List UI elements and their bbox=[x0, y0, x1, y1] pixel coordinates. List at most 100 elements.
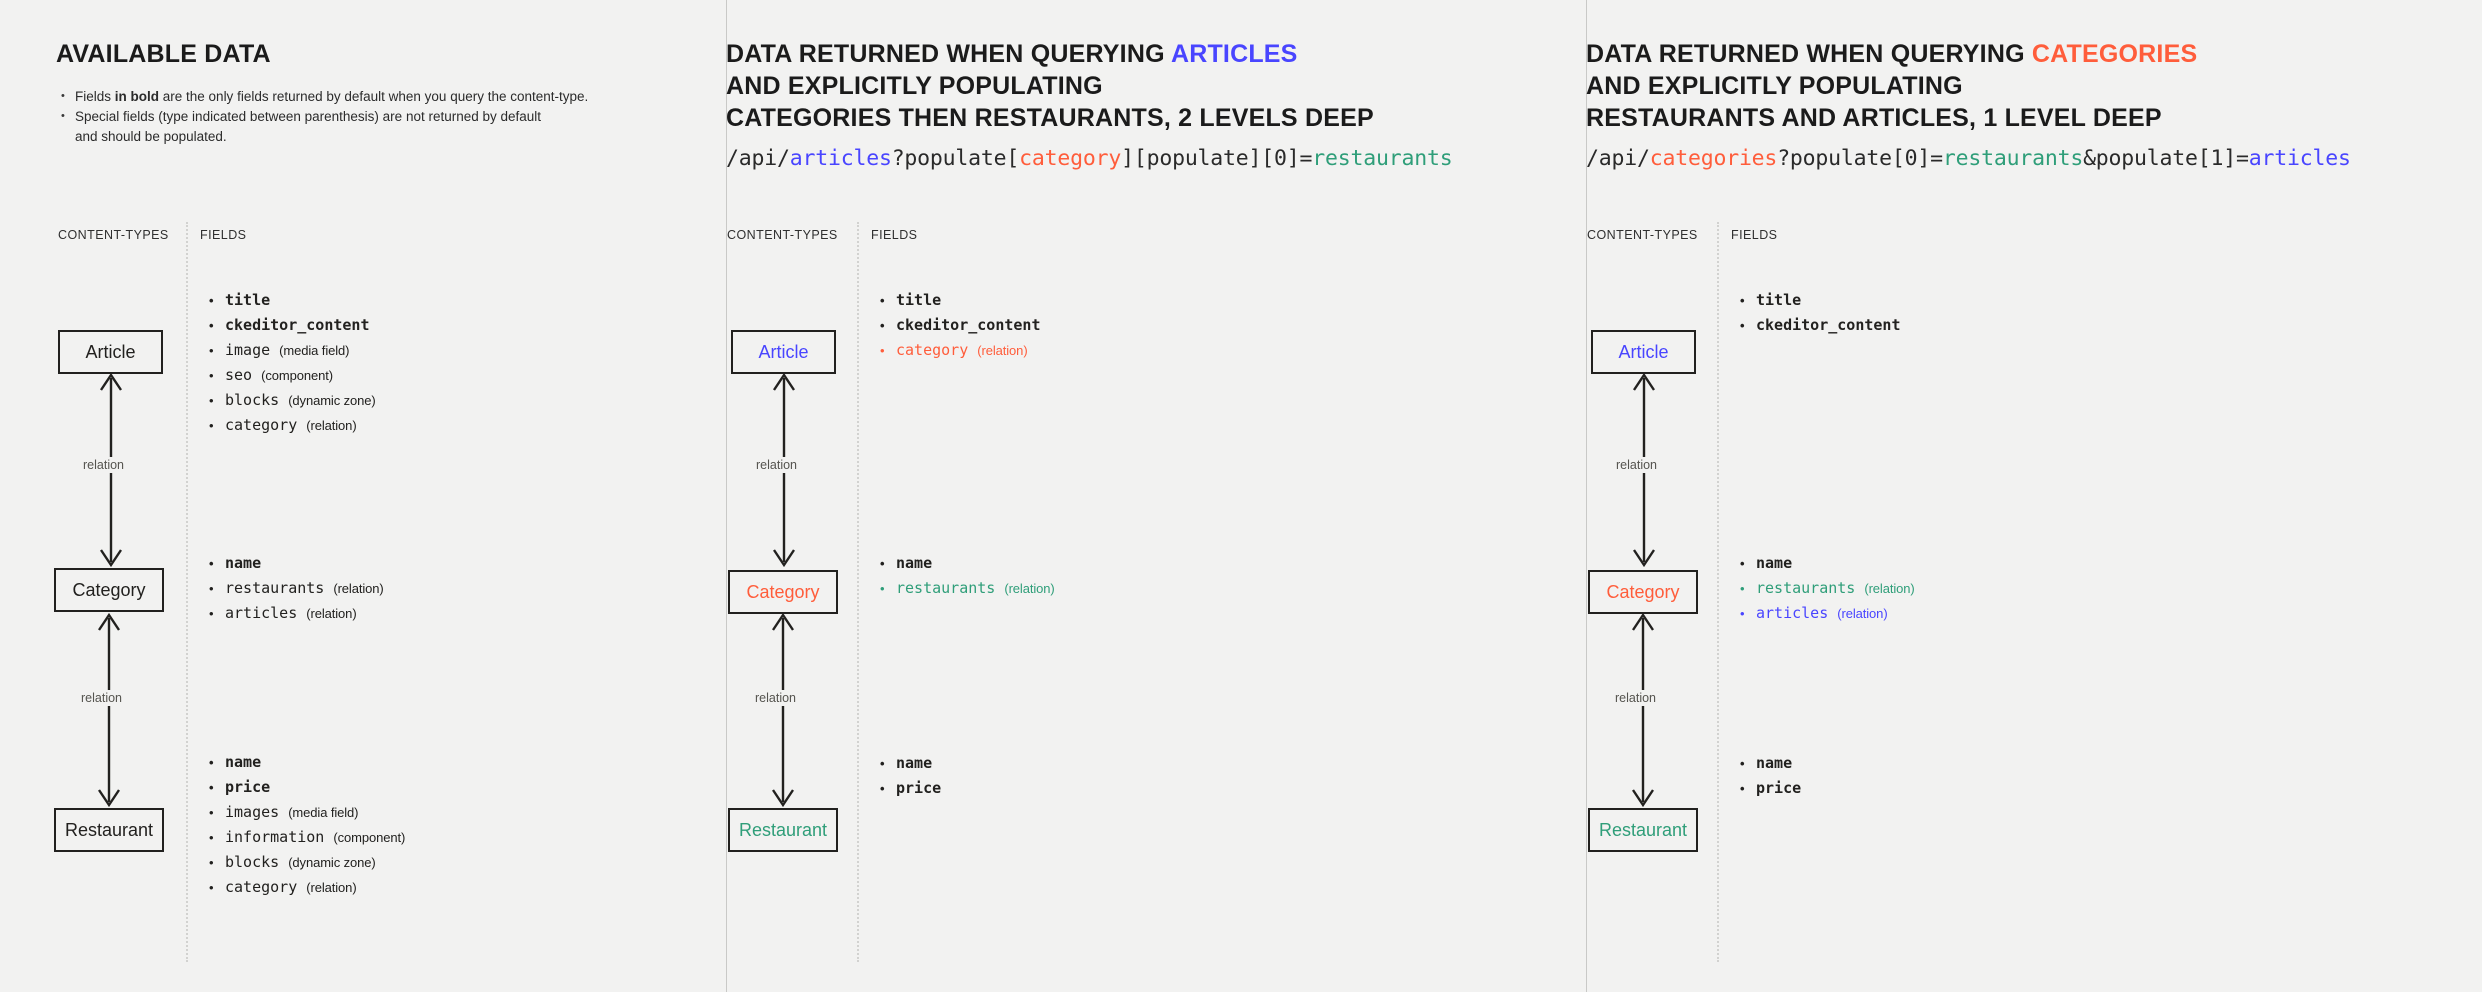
field-row: name bbox=[877, 551, 1055, 576]
field-row: title bbox=[877, 288, 1041, 313]
col3-node-article-label: Article bbox=[1618, 341, 1669, 362]
col1-node-restaurant[interactable]: Restaurant bbox=[54, 808, 164, 852]
field-row: ckeditor_content bbox=[206, 313, 376, 338]
col1-fields-article: title ckeditor_content image(media field… bbox=[206, 288, 376, 438]
field-name: price bbox=[1756, 779, 1802, 797]
col1-node-category-label: Category bbox=[72, 579, 146, 600]
col2-node-category[interactable]: Category bbox=[728, 570, 838, 614]
field-name: name bbox=[225, 554, 262, 572]
legend-bullet-1-bold: in bold bbox=[114, 89, 160, 104]
legend-bullet-2-pre: Special fields (type indicated between p… bbox=[75, 109, 542, 124]
col3-node-category[interactable]: Category bbox=[1588, 570, 1698, 614]
legend-bullets: Fields in bold are the only fields retur… bbox=[58, 86, 658, 147]
col2-title-line2: AND EXPLICITLY POPULATING bbox=[726, 72, 1103, 100]
field-name: name bbox=[225, 753, 262, 771]
field-row: category(relation) bbox=[877, 338, 1041, 363]
field-name: restaurants bbox=[225, 579, 325, 597]
field-row: category(relation) bbox=[206, 413, 376, 438]
field-row: images(media field) bbox=[206, 800, 405, 825]
legend-bullet-2-line2: and should be populated. bbox=[75, 129, 227, 144]
col1-arrow-category-restaurant bbox=[98, 612, 120, 808]
field-type: (relation) bbox=[306, 418, 357, 433]
col2-arrow-category-restaurant bbox=[772, 612, 794, 808]
col3-title-accent: CATEGORIES bbox=[2031, 40, 2198, 68]
field-name: category bbox=[225, 878, 298, 896]
field-name: ckeditor_content bbox=[896, 316, 1041, 334]
field-name: name bbox=[896, 754, 933, 772]
column-separator-1 bbox=[726, 0, 727, 992]
col3-relation-label-2: relation bbox=[1611, 690, 1660, 706]
field-name: information bbox=[225, 828, 325, 846]
col3-fields-article: title ckeditor_content bbox=[1737, 288, 1901, 338]
col2-api-seg-2: ?populate[ bbox=[891, 146, 1020, 171]
field-name: title bbox=[225, 291, 271, 309]
field-row: name bbox=[206, 750, 405, 775]
field-name: blocks bbox=[225, 853, 280, 871]
panel-query-categories: DATA RETURNED WHEN QUERYING CATEGORIES A… bbox=[1586, 0, 2482, 992]
col2-api-seg-0: /api/ bbox=[726, 146, 790, 171]
field-name: name bbox=[1756, 754, 1793, 772]
col3-node-restaurant-label: Restaurant bbox=[1598, 819, 1688, 840]
col3-node-restaurant[interactable]: Restaurant bbox=[1588, 808, 1698, 852]
field-row: price bbox=[206, 775, 405, 800]
panel-query-articles: DATA RETURNED WHEN QUERYING ARTICLES AND… bbox=[726, 0, 1586, 992]
field-row: price bbox=[877, 776, 941, 801]
col2-title-line3: CATEGORIES THEN RESTAURANTS, 2 LEVELS DE… bbox=[726, 104, 1374, 132]
col2-node-restaurant-label: Restaurant bbox=[738, 819, 828, 840]
field-name: restaurants bbox=[896, 579, 996, 597]
col3-label-content-types: CONTENT-TYPES bbox=[1587, 228, 1698, 242]
field-row: name bbox=[206, 551, 384, 576]
field-type: (component) bbox=[333, 830, 406, 845]
col2-node-article[interactable]: Article bbox=[731, 330, 836, 374]
col3-node-article[interactable]: Article bbox=[1591, 330, 1696, 374]
col3-node-category-label: Category bbox=[1606, 581, 1680, 602]
col2-api-seg-1: articles bbox=[789, 146, 892, 171]
legend-bullet-1-post: are the only fields returned by default … bbox=[159, 89, 589, 104]
field-row: name bbox=[1737, 551, 1915, 576]
column-separator-2 bbox=[1586, 0, 1587, 992]
col1-dotted-divider bbox=[186, 222, 188, 962]
col1-relation-label-2: relation bbox=[77, 690, 126, 706]
field-name: name bbox=[1756, 554, 1793, 572]
field-name: title bbox=[1756, 291, 1802, 309]
field-name: articles bbox=[1756, 604, 1829, 622]
field-name: restaurants bbox=[1756, 579, 1856, 597]
col3-api-seg-5: articles bbox=[2248, 146, 2351, 171]
field-type: (relation) bbox=[1864, 581, 1915, 596]
col1-node-restaurant-label: Restaurant bbox=[64, 819, 154, 840]
field-row: articles(relation) bbox=[1737, 601, 1915, 626]
field-row: blocks (dynamic zone) bbox=[206, 850, 405, 875]
col3-title-line3: RESTAURANTS AND ARTICLES, 1 LEVEL DEEP bbox=[1586, 104, 2162, 132]
col2-fields-restaurant: name price bbox=[877, 751, 941, 801]
field-row: name bbox=[1737, 751, 1801, 776]
field-row: seo(component) bbox=[206, 363, 376, 388]
field-name: ckeditor_content bbox=[225, 316, 370, 334]
col2-label-fields: FIELDS bbox=[871, 228, 918, 242]
col1-node-category[interactable]: Category bbox=[54, 568, 164, 612]
field-row: title bbox=[1737, 288, 1901, 313]
field-type: (dynamic zone) bbox=[288, 855, 376, 870]
col3-relation-label-1: relation bbox=[1612, 457, 1661, 473]
panel-available-data: AVAILABLE DATA Fields in bold are the on… bbox=[0, 0, 726, 992]
col2-node-article-label: Article bbox=[758, 341, 809, 362]
col1-fields-category: name restaurants (relation) articles (rela… bbox=[206, 551, 384, 626]
col2-api-url: /api/articles?populate[category][populat… bbox=[726, 146, 1453, 171]
col3-api-seg-3: restaurants bbox=[1942, 146, 2084, 171]
col1-node-article[interactable]: Article bbox=[58, 330, 163, 374]
col2-api-seg-3: category bbox=[1019, 146, 1122, 171]
col3-api-seg-1: categories bbox=[1649, 146, 1778, 171]
field-row: restaurants(relation) bbox=[877, 576, 1055, 601]
field-name: articles bbox=[225, 604, 298, 622]
col3-api-url: /api/categories?populate[0]=restaurants&… bbox=[1586, 146, 2351, 171]
field-type: (relation) bbox=[306, 606, 357, 621]
col2-fields-category: name restaurants(relation) bbox=[877, 551, 1055, 601]
field-name: price bbox=[896, 779, 942, 797]
field-type: (relation) bbox=[333, 581, 384, 596]
col3-title-line1: DATA RETURNED WHEN QUERYING CATEGORIES bbox=[1586, 38, 2197, 70]
field-name: title bbox=[896, 291, 942, 309]
field-row: title bbox=[206, 288, 376, 313]
col2-api-seg-5: restaurants bbox=[1312, 146, 1453, 171]
field-name: price bbox=[225, 778, 271, 796]
col2-title-line1: DATA RETURNED WHEN QUERYING ARTICLES bbox=[726, 38, 1298, 70]
col2-node-restaurant[interactable]: Restaurant bbox=[728, 808, 838, 852]
